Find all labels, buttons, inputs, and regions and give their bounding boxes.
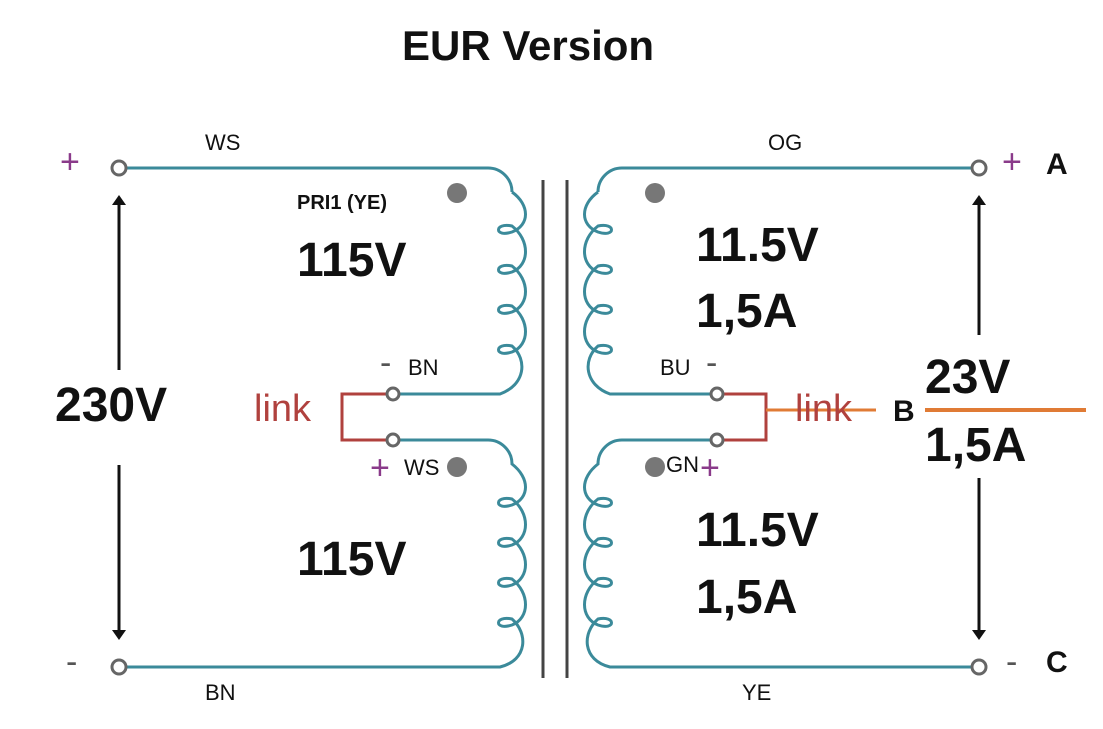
primary-lower-polarity-dot [447, 457, 467, 477]
primary-lower-coil [119, 438, 527, 669]
primary-upper-coil [393, 190, 527, 396]
secondary-tap-plus-terminal [709, 432, 725, 448]
primary-link-label: link [254, 388, 312, 430]
primary-total-voltage: 230V [55, 379, 168, 432]
secondary-tap-minus-sign: - [706, 344, 718, 382]
primary-tap-plus-label: WS [404, 455, 440, 480]
primary-minus-sign: - [66, 643, 78, 681]
secondary-lower-polarity-dot [645, 457, 665, 477]
secondary-tap-minus-terminal [709, 386, 725, 402]
secondary-link-label: link [795, 388, 853, 430]
primary-top-terminal [110, 159, 128, 177]
primary-tap-minus-label: BN [408, 355, 439, 380]
secondary-tap-plus-sign: + [700, 449, 720, 487]
primary-tap-minus-terminal [385, 386, 401, 402]
primary-winding-name: PRI1 (YE) [297, 192, 388, 214]
primary-top-wire-label: WS [205, 130, 241, 155]
terminal-a-connector [970, 159, 988, 177]
terminal-c-connector [970, 658, 988, 676]
primary-bottom-terminal [110, 658, 128, 676]
primary-plus-sign: + [60, 143, 80, 181]
secondary-tap-minus-label: BU [660, 355, 691, 380]
secondary-link [717, 392, 768, 442]
secondary-upper-voltage: 11.5V [696, 219, 819, 272]
primary-upper-polarity-dot [447, 183, 467, 203]
secondary-bottom-wire-label: YE [742, 680, 772, 705]
terminal-b-label: B [893, 395, 915, 428]
secondary-tap-plus-label: GN [666, 452, 699, 477]
primary-upper-voltage: 115V [297, 234, 407, 287]
terminal-a-label: A [1046, 148, 1068, 181]
primary-top-wire [119, 166, 514, 193]
secondary-top-wire-label: OG [768, 130, 803, 155]
secondary-lower-voltage: 11.5V [696, 504, 819, 557]
primary-link [340, 392, 393, 442]
primary-tap-minus-sign: - [380, 344, 392, 382]
secondary-total-current: 1,5A [925, 419, 1027, 472]
primary-tap-plus-terminal [385, 432, 401, 448]
terminal-a-plus-sign: + [1002, 143, 1022, 181]
terminal-c-label: C [1046, 646, 1068, 679]
secondary-lower-current: 1,5A [696, 571, 798, 624]
primary-tap-plus-sign: + [370, 449, 390, 487]
secondary-upper-current: 1,5A [696, 285, 798, 338]
secondary-lower-coil [583, 438, 979, 669]
secondary-top-wire [596, 166, 979, 193]
secondary-total-voltage: 23V [925, 351, 1011, 404]
primary-wiring [119, 166, 527, 669]
primary-bottom-wire-label: BN [205, 680, 236, 705]
secondary-upper-coil [583, 190, 717, 396]
terminal-c-minus-sign: - [1006, 643, 1018, 681]
page-title: EUR Version [402, 22, 655, 69]
secondary-upper-polarity-dot [645, 183, 665, 203]
primary-lower-voltage: 115V [297, 533, 407, 586]
secondary-wiring [583, 166, 979, 669]
